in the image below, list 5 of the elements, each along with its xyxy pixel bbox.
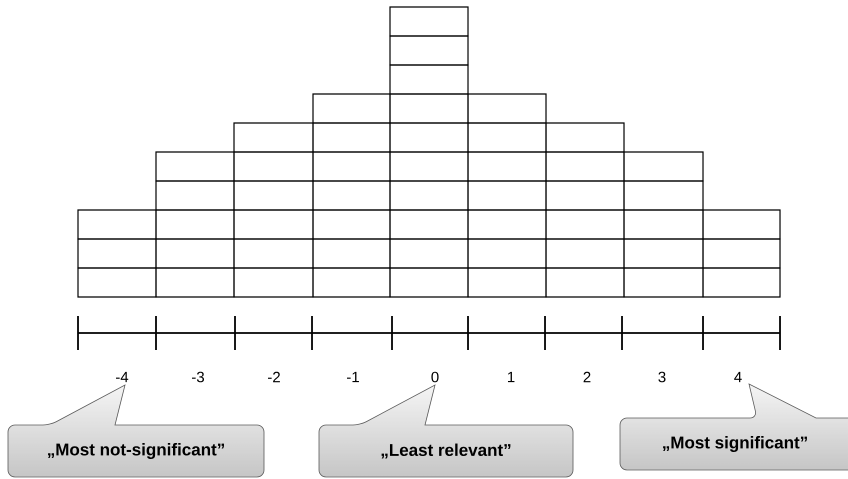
callout-bubble: „Least relevant” [318,384,574,478]
scale-number: -2 [268,372,280,382]
scale-number: 2 [584,372,590,382]
callout-bubble: „Most significant” [620,384,848,470]
callout-bubble: „Most not-significant” [8,384,264,478]
